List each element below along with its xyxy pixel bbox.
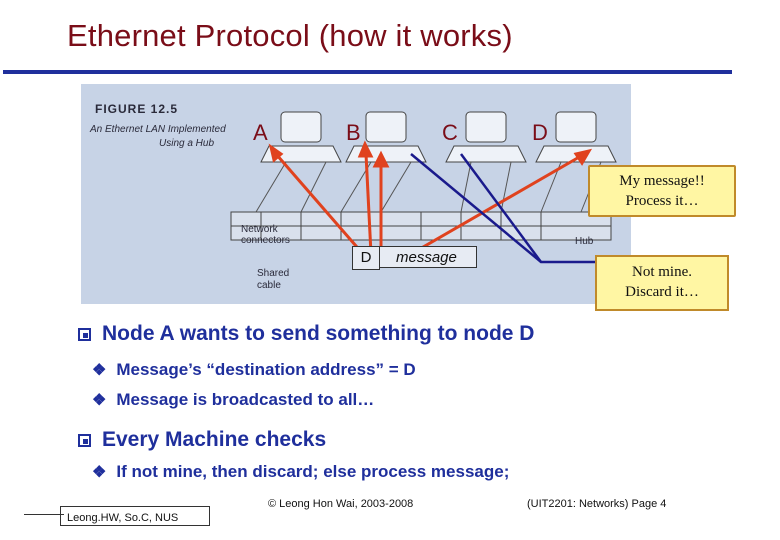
footer-right: (UIT2201: Networks) Page 4 [527, 498, 667, 510]
square-bullet-icon [78, 327, 91, 341]
process-callout-line1: My message!! [619, 173, 705, 189]
sub-bullet-item: ❖ Message’s “destination address” = D [92, 360, 416, 380]
bullet-item: Every Machine checks [78, 428, 326, 452]
diamond-bullet-icon: ❖ [92, 362, 107, 379]
sub-bullet-text: Message’s “destination address” = D [116, 360, 416, 379]
discard-callout-line2: Discard it… [625, 284, 699, 300]
node-label-c: C [442, 120, 458, 145]
label-network: Network [241, 224, 278, 235]
node-label-b: B [346, 120, 361, 145]
label-shared: Shared [257, 268, 290, 279]
figure-number: FIGURE 12.5 [95, 102, 179, 116]
diamond-bullet-icon: ❖ [92, 392, 107, 409]
diamond-bullet-icon: ❖ [92, 464, 107, 481]
label-connectors: connectors [241, 235, 290, 246]
blue-links [410, 153, 601, 264]
frame-message: message [379, 246, 477, 268]
label-cable: cable [257, 280, 281, 291]
footer-left: Leong.HW, So.C, NUS [60, 506, 210, 526]
bullet-text: Every Machine checks [102, 428, 327, 451]
sub-bullet-text: Message is broadcasted to all… [116, 390, 375, 409]
sub-bullet-text: If not mine, then discard; else process … [116, 462, 510, 481]
computer-icon [445, 111, 527, 163]
bullet-text: Node A wants to send something to node D [102, 322, 535, 345]
node-label-a: A [253, 120, 268, 145]
title-underline [3, 70, 732, 74]
frame-destination: D [352, 246, 380, 270]
computer-icon [535, 111, 617, 163]
sub-bullet-item: ❖ Message is broadcasted to all… [92, 390, 374, 410]
bullet-item: Node A wants to send something to node D [78, 322, 534, 346]
node-label-d: D [532, 120, 548, 145]
process-callout-line2: Process it… [625, 193, 699, 209]
discard-callout-line1: Not mine. [632, 264, 692, 280]
figure-drawing [230, 111, 617, 264]
slide-title: Ethernet Protocol (how it works) [67, 18, 513, 53]
figure-caption-line2: Using a Hub [159, 138, 215, 149]
footer-rule [24, 514, 64, 515]
ethernet-hub-figure: FIGURE 12.5 An Ethernet LAN Implemented … [81, 84, 631, 304]
sub-bullet-item: ❖ If not mine, then discard; else proces… [92, 462, 509, 482]
label-hub: Hub [575, 236, 594, 247]
discard-callout: Not mine. Discard it… [595, 255, 729, 311]
figure-caption-line1: An Ethernet LAN Implemented [90, 124, 226, 135]
footer-center: © Leong Hon Wai, 2003-2008 [268, 498, 414, 510]
process-callout: My message!! Process it… [588, 165, 736, 217]
broadcast-arrows [268, 140, 593, 256]
square-bullet-icon [78, 433, 91, 447]
